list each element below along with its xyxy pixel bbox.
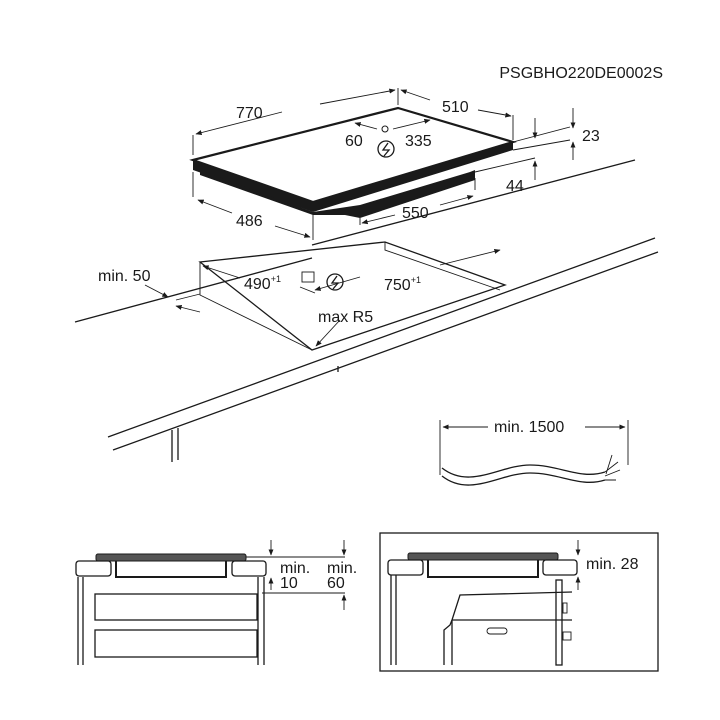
dim-hob-top-height: 23: [582, 128, 600, 145]
dim-cable-length: min. 1500: [494, 419, 564, 436]
dim-body-depth: 486: [236, 213, 263, 230]
cable-drawing: [439, 420, 629, 486]
dim-min-edge: min. 50: [98, 268, 151, 285]
dim-gap-value: 10: [280, 575, 298, 592]
dim-hob-width: 770: [236, 105, 263, 122]
drawing-code: PSGBHO220DE0002S: [499, 65, 663, 82]
cutout-power-icon: [326, 273, 344, 291]
dim-corner-radius: max R5: [318, 309, 373, 326]
dim-hob-depth: 510: [442, 99, 469, 116]
dim-cutout-depth: 490+1: [244, 274, 281, 293]
power-connection-icon: [377, 140, 395, 158]
section-left-drawing: [75, 540, 347, 665]
dim-oven-gap: min. 28: [586, 556, 639, 573]
countertop-drawing: [74, 237, 659, 462]
dim-hob-body-height: 44: [506, 178, 524, 195]
dim-connection-left: 60: [345, 133, 363, 150]
dim-clearance-value: 60: [327, 575, 345, 592]
section-right-drawing: [379, 532, 659, 672]
dim-cutout-width: 750+1: [384, 275, 421, 294]
dim-clearance-label: min.: [327, 560, 357, 577]
hob-drawing: [189, 88, 636, 246]
dim-connection-right: 335: [405, 133, 432, 150]
dim-gap-label: min.: [280, 560, 310, 577]
dim-body-width: 550: [402, 205, 429, 222]
